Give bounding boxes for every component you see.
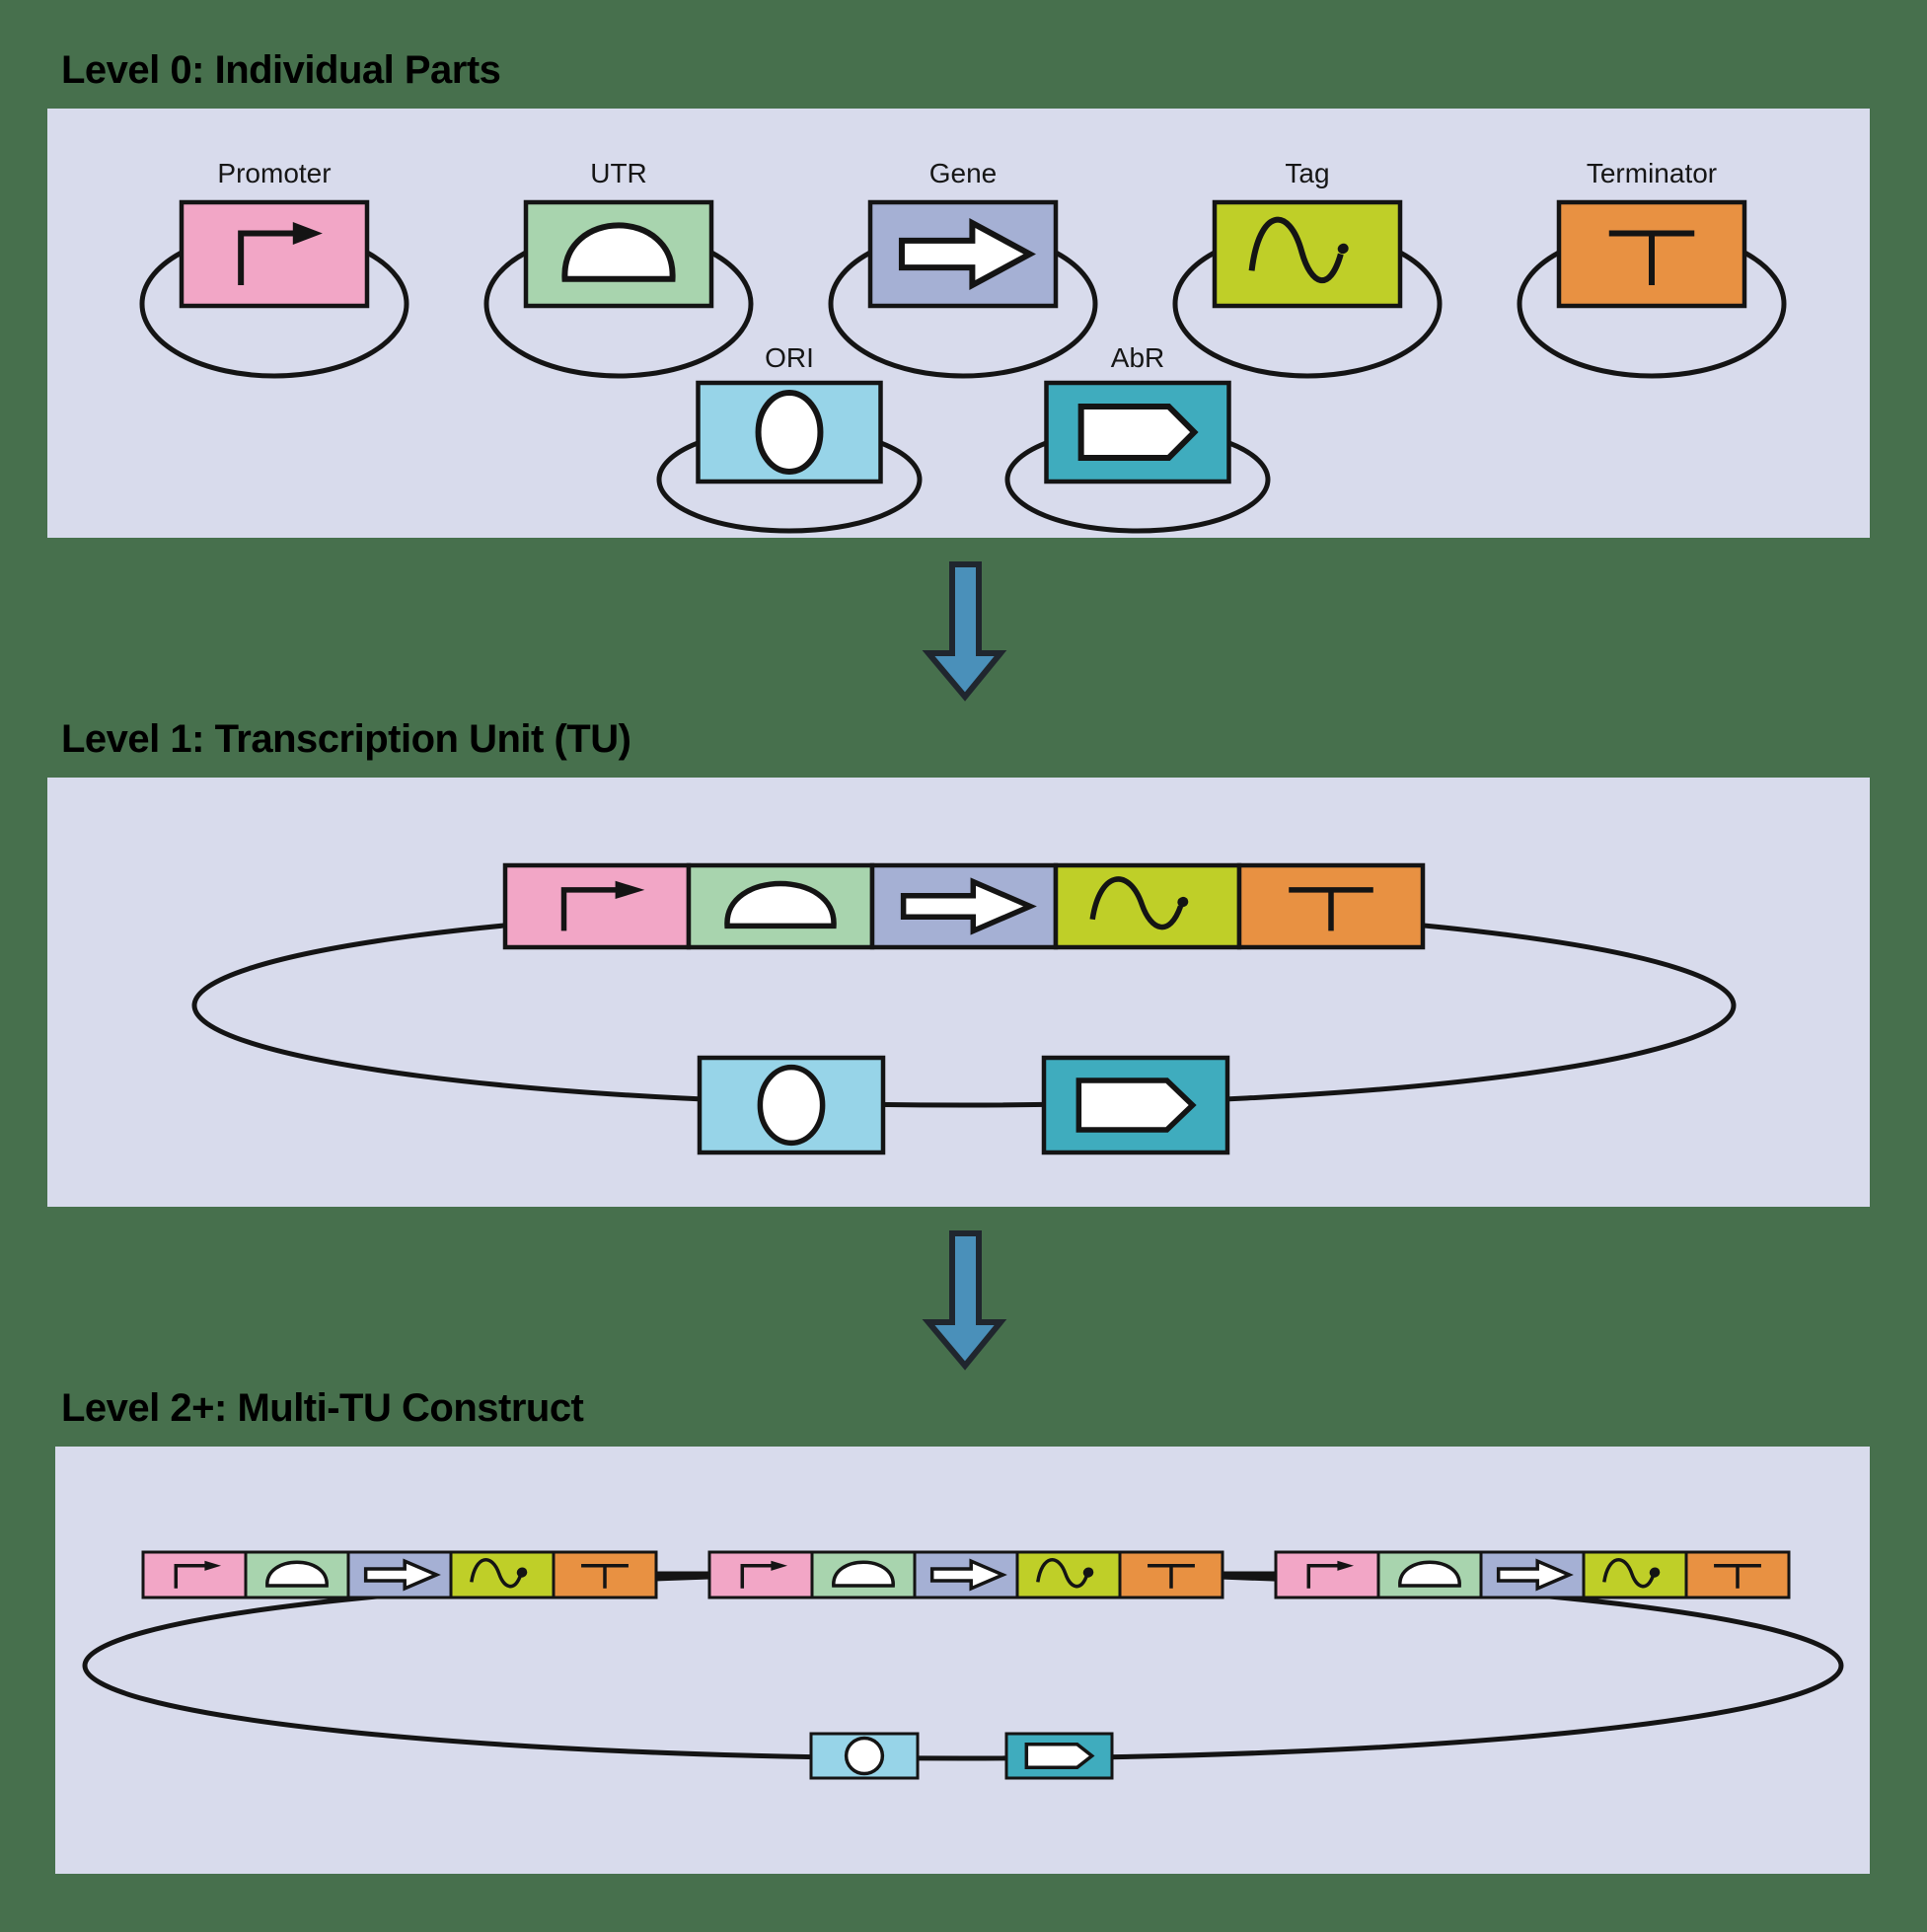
- part-tag: Tag: [1175, 158, 1440, 376]
- transcription-unit-1: [143, 1552, 656, 1598]
- promoter-box: [141, 1550, 248, 1599]
- tag-box: [1053, 862, 1242, 950]
- tag-box: [1582, 1550, 1688, 1599]
- part-terminator: Terminator: [1519, 158, 1784, 376]
- level0-panel: [47, 109, 1870, 538]
- ori-icon: [847, 1739, 883, 1774]
- tag-box: [1212, 199, 1403, 309]
- promoter-box: [707, 1550, 814, 1599]
- abr-icon: [1081, 407, 1195, 458]
- level2-panel: [55, 1447, 1870, 1874]
- tag-box: [449, 1550, 556, 1599]
- level1-plasmid: [194, 865, 1734, 1152]
- gene-label: Gene: [929, 158, 998, 188]
- down-arrow-icon: [922, 1230, 1007, 1371]
- abr-icon: [1026, 1745, 1091, 1767]
- level1-heading: Level 1: Transcription Unit (TU): [61, 717, 630, 761]
- utr-box: [1376, 1550, 1483, 1599]
- promoter-box: [1274, 1550, 1380, 1599]
- transcription-unit-2: [709, 1552, 1223, 1598]
- down-arrow-icon: [922, 561, 1007, 702]
- terminator-label: Terminator: [1587, 158, 1717, 188]
- ori-label: ORI: [765, 342, 814, 373]
- part-utr: UTR: [486, 158, 751, 376]
- part-ori: ORI: [659, 342, 920, 531]
- promoter-box: [502, 862, 692, 950]
- abr-icon: [1078, 1080, 1192, 1130]
- level1-panel: [47, 778, 1870, 1207]
- promoter-box: [179, 199, 370, 309]
- level2-heading: Level 2+: Multi-TU Construct: [61, 1386, 584, 1430]
- utr-label: UTR: [590, 158, 647, 188]
- promoter-label: Promoter: [217, 158, 331, 188]
- abr-label: AbR: [1111, 342, 1164, 373]
- tag-box: [1015, 1550, 1122, 1599]
- part-gene: Gene: [831, 158, 1095, 376]
- level2-plasmid: [85, 1552, 1841, 1778]
- part-promoter: Promoter: [142, 158, 407, 376]
- part-abr: AbR: [1007, 342, 1268, 531]
- ori-icon: [760, 1068, 822, 1144]
- ori-icon: [759, 393, 821, 472]
- level0-heading: Level 0: Individual Parts: [61, 48, 500, 92]
- transcription-unit-3: [1276, 1552, 1789, 1598]
- transcription-unit: [505, 865, 1423, 947]
- tag-label: Tag: [1285, 158, 1329, 188]
